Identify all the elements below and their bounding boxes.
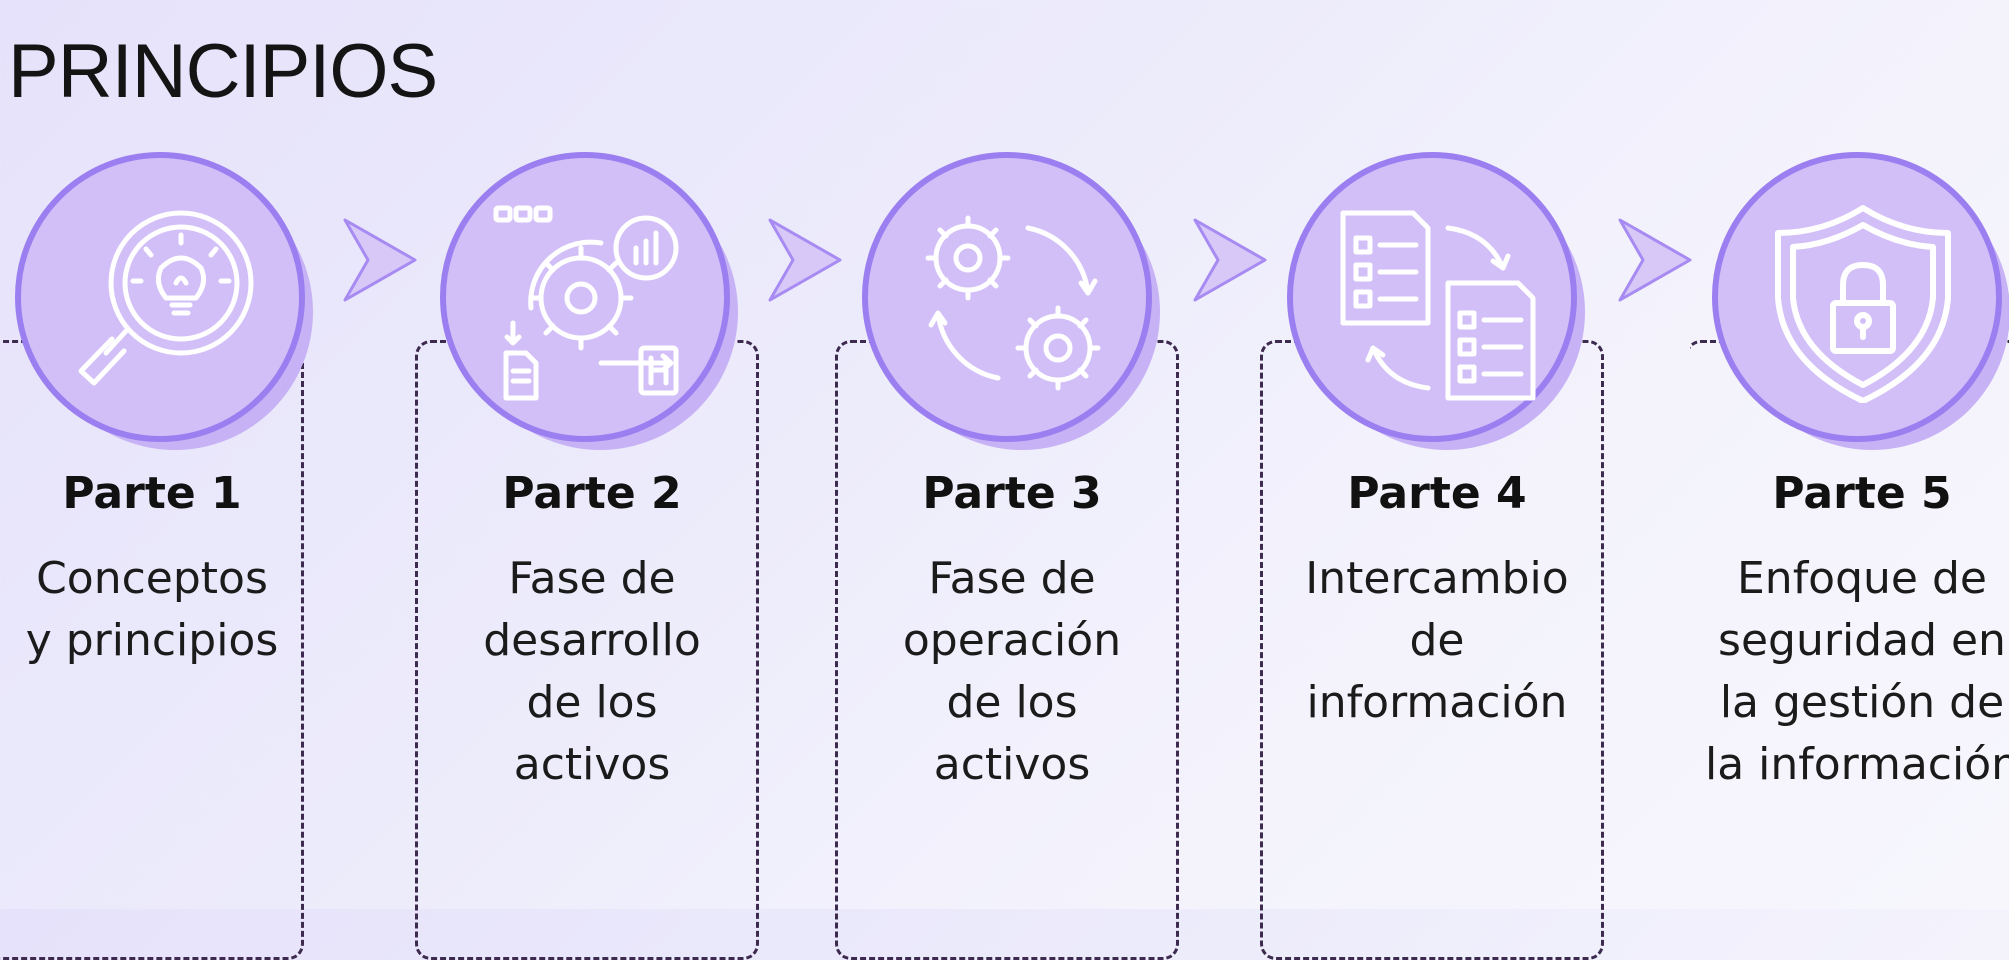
lightbulb-magnifier-icon <box>78 210 254 386</box>
step-heading: Parte 2 <box>502 468 682 519</box>
step-circle <box>1712 152 2009 450</box>
step-circle <box>1287 152 1585 450</box>
document-exchange-icon <box>1340 210 1536 401</box>
chevron-right-icon <box>1618 218 1692 302</box>
chevron-right-icon <box>343 218 417 302</box>
step-circle <box>440 152 738 450</box>
page-title: PRINCIPIOS <box>8 29 438 114</box>
step-heading: Parte 4 <box>1347 468 1527 519</box>
step-circle <box>862 152 1160 450</box>
chevron-right-icon <box>768 218 842 302</box>
step-heading: Parte 3 <box>922 468 1102 519</box>
gears-cycle-icon <box>925 215 1101 391</box>
step-heading: Parte 5 <box>1772 468 1952 519</box>
step-circle <box>15 152 313 450</box>
chevron-right-icon <box>1193 218 1267 302</box>
shield-lock-icon <box>1775 205 1951 403</box>
development-process-icon <box>493 205 679 401</box>
step-heading: Parte 1 <box>62 468 242 519</box>
